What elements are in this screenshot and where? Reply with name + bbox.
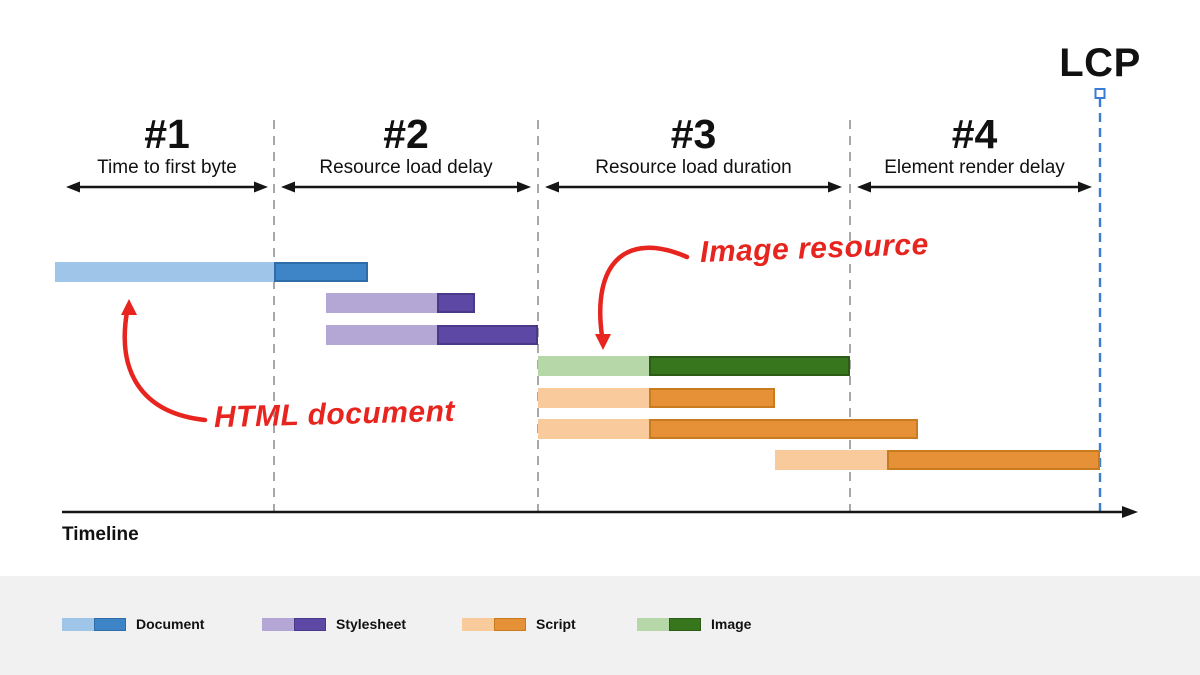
legend-label: Document: [136, 616, 205, 632]
document-legend-swatch: [62, 617, 126, 631]
stylesheet-bar-dark-segment: [437, 293, 475, 313]
timeline-label: Timeline: [62, 524, 139, 545]
lcp-label: LCP: [1059, 41, 1141, 85]
stylesheet-legend-swatch-dark: [294, 617, 326, 631]
annotation-html-document: HTML document: [213, 394, 456, 435]
html-document-annotation-arrowhead: [121, 299, 137, 315]
script-bar: [775, 450, 1100, 470]
phase-arrow-left-arrowhead: [545, 181, 559, 193]
image-resource-annotation-arrow: [598, 245, 690, 339]
image-resource-annotation-arrowhead: [595, 334, 611, 350]
legend-strip: Document Stylesheet Script Image: [0, 576, 1200, 675]
phase-label: Time to first byte: [97, 157, 237, 178]
script-legend-swatch-light: [462, 617, 494, 631]
phase-label: Element render delay: [884, 157, 1065, 178]
image-legend-swatch-light: [637, 617, 669, 631]
stylesheet-bar: [326, 293, 475, 313]
phase-arrow-left-arrowhead: [281, 181, 295, 193]
phase-number: #2: [383, 111, 429, 157]
legend-label: Script: [536, 616, 576, 632]
phase-arrow-left-arrowhead: [66, 181, 80, 193]
legend-item-script: Script: [462, 615, 576, 633]
timeline-axis-arrowhead: [1122, 506, 1138, 518]
document-bar-light-segment: [55, 262, 274, 282]
script-bar-dark-segment: [649, 419, 918, 439]
script-bar: [538, 388, 775, 408]
script-bar-light-segment: [775, 450, 887, 470]
script-bar-dark-segment: [649, 388, 775, 408]
image-bar: [538, 356, 850, 376]
legend-label: Stylesheet: [336, 616, 407, 632]
image-bar-light-segment: [538, 356, 649, 376]
phase-arrow-right-arrowhead: [828, 181, 842, 193]
phase-number: #3: [670, 111, 717, 157]
legend-item-image: Image: [637, 615, 751, 633]
script-bar: [538, 419, 918, 439]
script-bar-light-segment: [538, 419, 649, 439]
stylesheet-bar-dark-segment: [437, 325, 538, 345]
stylesheet-legend-swatch-light: [262, 617, 294, 631]
script-bar-light-segment: [538, 388, 649, 408]
script-legend-swatch-dark: [494, 617, 526, 631]
lcp-marker-square: [1094, 88, 1106, 99]
phase-label: Resource load duration: [595, 157, 792, 178]
phase-arrow-right-arrowhead: [517, 181, 531, 193]
image-legend-swatch-dark: [669, 617, 701, 631]
phase-number: #4: [951, 111, 998, 157]
document-legend-swatch-dark: [94, 617, 126, 631]
document-bar: [55, 262, 368, 282]
stylesheet-legend-swatch: [262, 617, 326, 631]
phase-arrow-left-arrowhead: [857, 181, 871, 193]
legend-item-document: Document: [62, 615, 204, 633]
image-bar-dark-segment: [649, 356, 850, 376]
html-document-annotation-arrow: [122, 309, 208, 423]
phase-number: #1: [144, 111, 190, 157]
phase-label: Resource load delay: [319, 157, 493, 178]
legend-item-stylesheet: Stylesheet: [262, 615, 406, 633]
script-bar-dark-segment: [887, 450, 1100, 470]
phase-arrow-right-arrowhead: [1078, 181, 1092, 193]
image-legend-swatch: [637, 617, 701, 631]
stylesheet-bar-light-segment: [326, 293, 437, 313]
phase-arrow-right-arrowhead: [254, 181, 268, 193]
stylesheet-bar-light-segment: [326, 325, 437, 345]
document-bar-dark-segment: [274, 262, 368, 282]
legend-label: Image: [711, 616, 752, 632]
stylesheet-bar: [326, 325, 538, 345]
script-legend-swatch: [462, 617, 526, 631]
document-legend-swatch-light: [62, 617, 94, 631]
